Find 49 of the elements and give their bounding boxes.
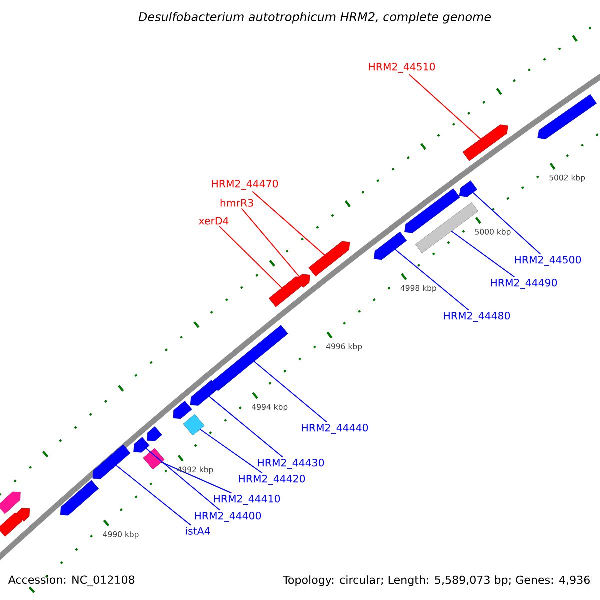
gene-label: HRM2_44480 — [444, 312, 510, 322]
gene-diamond — [143, 448, 165, 470]
gene-label: HRM2_44400 — [195, 512, 262, 522]
gene-block — [308, 241, 350, 277]
gene-block — [173, 400, 192, 420]
gene-block — [538, 94, 597, 140]
gene-label: HRM2_44420 — [239, 475, 306, 485]
gene-label: xerD4 — [199, 217, 229, 225]
gene-label: HRM2_44430 — [258, 459, 324, 469]
leader-line — [200, 428, 263, 474]
gene-block — [296, 274, 310, 288]
gene-label: hmrR3 — [220, 199, 254, 207]
gene-label: istA4 — [186, 527, 210, 535]
gene-block — [0, 513, 23, 537]
gene-label: HRM2_44490 — [491, 279, 558, 289]
gene-block — [0, 492, 21, 514]
gene-block — [459, 180, 478, 198]
gene-block — [92, 444, 131, 480]
gene-block — [134, 437, 150, 453]
gene-label: HRM2_44510 — [369, 63, 436, 73]
leader-line — [254, 361, 328, 423]
gene-block — [404, 188, 460, 234]
gene-label: HRM2_44500 — [515, 256, 582, 266]
footer-text: Topology: circular; Length: 5,589,073 bp; Genes: 4,936 — [283, 576, 590, 586]
gene-block — [147, 426, 162, 442]
footer-text: Accession: NC_012108 — [8, 576, 135, 587]
leader-line — [161, 462, 232, 494]
leader-line — [472, 192, 542, 255]
leader-line — [116, 465, 192, 526]
gene-block — [60, 480, 99, 516]
leader-line — [219, 226, 283, 289]
leader-line — [241, 208, 300, 278]
gene-diamond — [183, 414, 205, 436]
gene-block — [268, 276, 304, 308]
leader-line — [394, 249, 470, 311]
title: Desulfobacterium autotrophicum HRM2, complete genome — [138, 12, 492, 24]
gene-block — [16, 508, 30, 522]
gene-label: HRM2_44470 — [212, 180, 278, 190]
gene-label: HRM2_44410 — [214, 495, 280, 505]
leader-line — [451, 230, 516, 278]
leader-line — [408, 74, 482, 140]
gene-label: HRM2_44440 — [302, 424, 368, 434]
gene-block — [190, 380, 219, 406]
gene-block — [210, 325, 288, 391]
gene-block — [462, 124, 508, 162]
leader-line — [252, 191, 326, 256]
gene-block — [374, 232, 408, 260]
leader-line — [208, 396, 284, 458]
leader-line — [146, 448, 220, 511]
